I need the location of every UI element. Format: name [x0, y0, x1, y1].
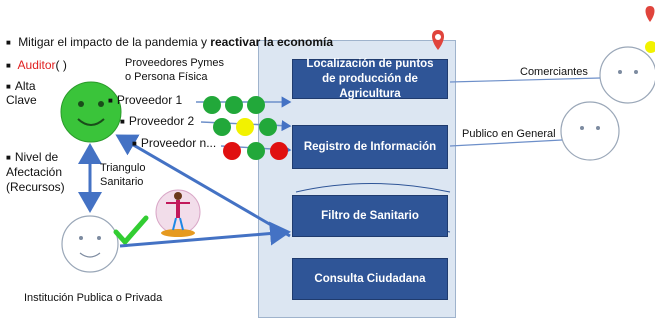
smiley-face-icon: [599, 46, 655, 104]
box-registro[interactable]: Registro de Información: [292, 125, 448, 169]
traffic-light-icon: [203, 96, 265, 114]
box-filtro[interactable]: Filtro de Sanitario: [292, 195, 448, 237]
auditor-label: Auditor( ): [6, 58, 67, 73]
map-pin-icon: [645, 6, 655, 22]
checkmark-icon: [113, 215, 149, 246]
auditor-paren: ( ): [55, 58, 67, 72]
proveedor-2[interactable]: Proveedor 2: [120, 114, 194, 129]
comerciantes-label: Comerciantes: [520, 66, 588, 78]
triangulo-sanitario: Triangulo Sanitario: [100, 161, 145, 189]
yellow-dot-icon: [645, 41, 655, 53]
providers-heading-1: Proveedores Pymes: [125, 57, 225, 69]
publico-label: Publico en General: [462, 128, 556, 140]
triangulo-line-2: Sanitario: [100, 176, 144, 188]
proveedor-1[interactable]: Proveedor 1: [108, 93, 182, 108]
proveedor-n[interactable]: Proveedor n...: [132, 136, 216, 151]
smiley-face-icon: [61, 215, 119, 273]
traffic-light-icon: [223, 142, 288, 160]
header-text: Mitigar el impacto de la pandemia y: [18, 35, 211, 49]
nivel-label-1: Nivel de: [6, 150, 58, 165]
header-bold: reactivar la economía: [210, 35, 334, 49]
traffic-light-icon: [213, 118, 277, 136]
institucion-label: Institución Publica o Privada: [24, 292, 163, 304]
alta-label: Alta: [6, 79, 36, 94]
smiley-face-icon: [560, 101, 620, 161]
person-in-bubble-icon: [155, 189, 201, 237]
header-line: Mitigar el impacto de la pandemia y reac…: [6, 35, 333, 50]
smiley-face-icon: [60, 81, 122, 143]
providers-heading-2: o Persona Física: [125, 71, 208, 83]
map-pin-icon: [432, 30, 444, 50]
nivel-label-3: (Recursos): [6, 180, 65, 194]
clave-label: Clave: [6, 93, 37, 107]
providers-heading: Proveedores Pymes o Persona Física: [125, 56, 224, 84]
box-consulta[interactable]: Consulta Ciudadana: [292, 258, 448, 300]
nivel-label-2: Afectación: [6, 165, 63, 179]
box-localizacion[interactable]: Localización de puntos de producción de …: [292, 58, 448, 100]
triangulo-line-1: Triangulo: [100, 162, 146, 174]
auditor-text: Auditor: [17, 58, 56, 72]
